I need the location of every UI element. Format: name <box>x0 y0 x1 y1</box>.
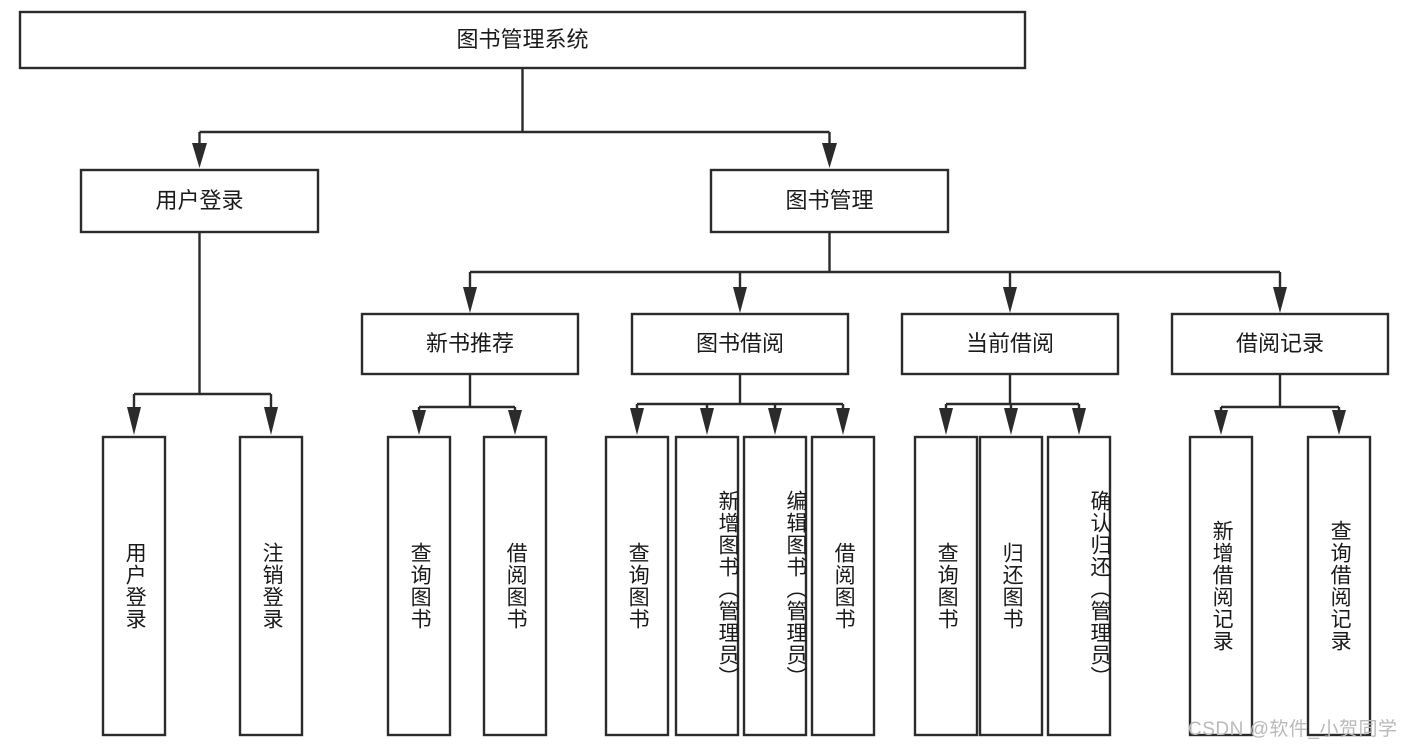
node-current-borrow-box[interactable] <box>900 312 1120 376</box>
arrow-leaf-confirm-return <box>1072 408 1086 435</box>
node-root-box[interactable] <box>18 10 1027 70</box>
arrow-to-new-book-rec <box>463 287 477 313</box>
node-book-borrow-label: 图书借阅 <box>696 331 784 356</box>
leaf-boxes <box>101 435 1372 737</box>
leaf-box-edit-book[interactable] <box>742 435 808 737</box>
node-root[interactable]: 图书管理系统 <box>18 10 1027 70</box>
leaf-box-query-book-2[interactable] <box>604 435 670 737</box>
leaf-box-borrow-book-1[interactable] <box>482 435 548 737</box>
watermark-text: CSDN @软件_小贺同学 <box>1188 719 1398 740</box>
arrow-leaf-user-logout <box>264 407 278 435</box>
leaf-box-add-book[interactable] <box>674 435 740 737</box>
node-book-manage-box[interactable] <box>709 168 950 234</box>
node-borrow-record[interactable]: 借阅记录 <box>1170 312 1390 376</box>
leaf-box-query-book-3[interactable] <box>913 435 979 737</box>
connector-group-new-book-rec <box>412 374 522 435</box>
node-current-borrow[interactable]: 当前借阅 <box>900 312 1120 376</box>
node-borrow-record-box[interactable] <box>1170 312 1390 376</box>
node-new-book-rec-label: 新书推荐 <box>426 331 514 356</box>
connector-group-book-manage <box>463 232 1287 313</box>
leaf-box-user-logout[interactable] <box>238 435 304 737</box>
arrow-leaf-query-book-3 <box>939 408 953 435</box>
leaf-box-query-book-1[interactable] <box>386 435 452 737</box>
arrow-leaf-add-record <box>1214 410 1228 435</box>
arrow-to-book-manage <box>822 143 837 168</box>
connector-group-root <box>192 68 837 168</box>
arrow-leaf-query-book-2 <box>630 408 644 435</box>
leaf-box-user-login[interactable] <box>101 435 167 737</box>
node-user-login-box[interactable] <box>79 168 320 234</box>
leaf-box-borrow-book-2[interactable] <box>810 435 876 737</box>
node-current-borrow-label: 当前借阅 <box>966 331 1054 356</box>
leaf-box-return-book[interactable] <box>978 435 1044 737</box>
arrow-leaf-add-book <box>700 408 714 435</box>
leaf-box-confirm-return[interactable] <box>1046 435 1112 737</box>
arrow-leaf-return-book <box>1004 408 1018 435</box>
arrow-to-borrow-record <box>1273 287 1287 313</box>
connector-group-book-borrow <box>630 374 850 435</box>
node-book-borrow-box[interactable] <box>630 312 850 376</box>
arrow-leaf-borrow-book-2 <box>836 408 850 435</box>
arrow-leaf-edit-book <box>768 408 782 435</box>
node-book-manage-label: 图书管理 <box>785 188 873 213</box>
node-book-borrow[interactable]: 图书借阅 <box>630 312 850 376</box>
connector-group-borrow-record <box>1214 374 1346 435</box>
node-borrow-record-label: 借阅记录 <box>1236 331 1324 356</box>
arrow-leaf-borrow-book-1 <box>508 410 522 435</box>
node-new-book-rec[interactable]: 新书推荐 <box>360 312 580 376</box>
node-root-label: 图书管理系统 <box>456 27 588 52</box>
node-book-manage[interactable]: 图书管理 <box>709 168 950 234</box>
arrow-leaf-query-book-1 <box>412 410 426 435</box>
connector-group-user-login <box>127 232 278 435</box>
arrow-to-user-login <box>192 143 207 168</box>
arrow-leaf-user-login <box>127 407 141 435</box>
connector-group-current-borrow <box>939 374 1086 435</box>
arrow-to-current-borrow <box>1003 287 1017 313</box>
leaf-box-add-record[interactable] <box>1188 435 1254 737</box>
leaf-box-query-record[interactable] <box>1306 435 1372 737</box>
arrow-to-book-borrow <box>733 287 747 313</box>
arrow-leaf-query-record <box>1332 410 1346 435</box>
node-new-book-rec-box[interactable] <box>360 312 580 376</box>
node-user-login-label: 用户登录 <box>155 188 243 213</box>
node-user-login[interactable]: 用户登录 <box>79 168 320 234</box>
